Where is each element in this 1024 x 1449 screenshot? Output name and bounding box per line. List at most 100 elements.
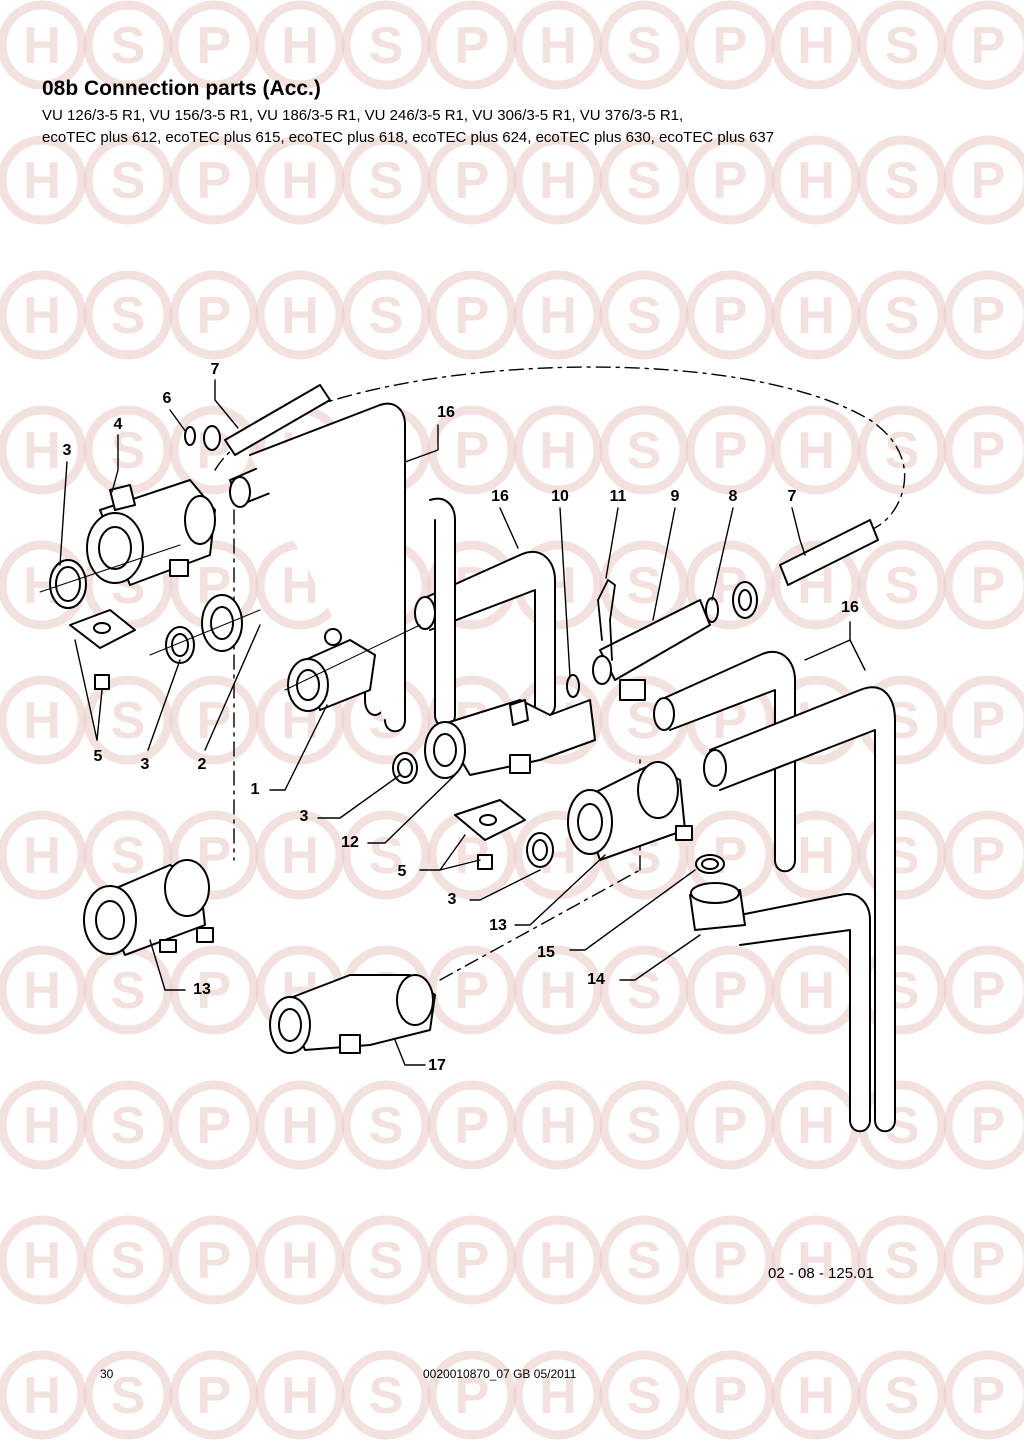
watermark-letter: S	[627, 1232, 662, 1290]
watermark-letter: P	[971, 692, 1006, 750]
watermark-badge: S	[599, 540, 689, 630]
watermark-ring	[513, 1215, 603, 1305]
watermark-letter: P	[971, 152, 1006, 210]
callout-17: 17	[428, 1057, 446, 1074]
watermark-ring	[943, 405, 1024, 495]
watermark-badge: H	[255, 135, 345, 225]
watermark-ring	[255, 0, 345, 90]
pipe-16-lower	[653, 650, 896, 1133]
callout-10: 10	[551, 488, 569, 505]
watermark-letter: H	[539, 1232, 577, 1290]
watermark-letter: S	[111, 152, 146, 210]
watermark-badge: H	[513, 1080, 603, 1170]
watermark-badge: H	[771, 1215, 861, 1305]
watermark-ring	[513, 135, 603, 225]
watermark-letter: P	[971, 962, 1006, 1020]
watermark-letter: P	[455, 422, 490, 480]
watermark-badge: P	[943, 540, 1024, 630]
watermark-ring	[685, 135, 775, 225]
page-title: 08b Connection parts (Acc.)	[42, 77, 321, 100]
watermark-ring	[169, 135, 259, 225]
ball-valve-1	[287, 628, 376, 712]
watermark-ring	[599, 945, 689, 1035]
callout-8: 8	[728, 488, 738, 505]
washer-3-middle	[392, 752, 418, 784]
o-ring-6	[184, 426, 196, 446]
watermark-badge: P	[685, 270, 775, 360]
watermark-badge: H	[513, 1350, 603, 1440]
watermark-ring	[0, 1080, 87, 1170]
watermark-badge: H	[255, 1350, 345, 1440]
watermark-badge: H	[513, 1215, 603, 1305]
watermark-badge: H	[513, 0, 603, 90]
watermark-badge: H	[513, 135, 603, 225]
watermark-badge: S	[599, 945, 689, 1035]
callout-7-right: 7	[787, 488, 797, 505]
watermark-badge: P	[685, 405, 775, 495]
watermark-ring	[0, 0, 87, 90]
watermark-badge: S	[599, 1080, 689, 1170]
watermark-letter: S	[885, 287, 920, 345]
watermark-badge: P	[169, 1350, 259, 1440]
watermark-badge: P	[943, 270, 1024, 360]
watermark-letter: P	[455, 17, 490, 75]
watermark-badge: H	[771, 405, 861, 495]
bracket-5-middle	[454, 799, 526, 870]
watermark-letter: H	[281, 1367, 319, 1425]
watermark-letter: S	[369, 827, 404, 885]
watermark-letter: P	[971, 1097, 1006, 1155]
callout-13-middle: 13	[489, 917, 507, 934]
watermark-ring	[0, 675, 87, 765]
watermark-letter: S	[111, 692, 146, 750]
watermark-ring	[599, 540, 689, 630]
watermark-badge: P	[943, 810, 1024, 900]
watermark-letter: H	[23, 1232, 61, 1290]
watermark-ring	[771, 270, 861, 360]
watermark-badge: S	[599, 0, 689, 90]
watermark-badge: S	[857, 0, 947, 90]
watermark-letter: P	[713, 287, 748, 345]
callout-3-left: 3	[140, 756, 150, 773]
callout-5-middle: 5	[397, 863, 407, 880]
watermark-badge: H	[255, 1215, 345, 1305]
watermark-badge: S	[341, 1350, 431, 1440]
callout-3-middle: 3	[299, 808, 309, 825]
watermark-badge: S	[83, 135, 173, 225]
watermark-ring	[857, 810, 947, 900]
watermark-badge: P	[427, 0, 517, 90]
watermark-letter: P	[971, 17, 1006, 75]
watermark-ring	[0, 135, 87, 225]
watermark-letter: P	[197, 1232, 232, 1290]
watermark-badge: P	[169, 1080, 259, 1170]
watermark-ring	[255, 1080, 345, 1170]
bracket-5-upper	[69, 609, 136, 690]
watermark-badge: P	[169, 675, 259, 765]
watermark-letter: H	[281, 152, 319, 210]
watermark-badge: H	[771, 1350, 861, 1440]
watermark-ring	[857, 1350, 947, 1440]
watermark-ring	[685, 0, 775, 90]
watermark-letter: H	[23, 1367, 61, 1425]
watermark-badge: S	[83, 1350, 173, 1440]
watermark-letter: H	[23, 692, 61, 750]
watermark-letter: H	[23, 962, 61, 1020]
watermark-badge: S	[83, 675, 173, 765]
watermark-ring	[513, 945, 603, 1035]
watermark-badge: H	[0, 135, 87, 225]
watermark-ring	[341, 1215, 431, 1305]
watermark-letter: S	[111, 17, 146, 75]
watermark-letter: P	[971, 422, 1006, 480]
watermark-ring	[599, 1080, 689, 1170]
watermark-letter: S	[111, 827, 146, 885]
watermark-ring	[771, 135, 861, 225]
callout-5-upper: 5	[93, 748, 103, 765]
watermark-letter: H	[539, 422, 577, 480]
watermark-letter: H	[281, 827, 319, 885]
watermark-badge: S	[857, 540, 947, 630]
watermark-ring	[255, 1215, 345, 1305]
watermark-ring	[169, 1080, 259, 1170]
watermark-badge: S	[83, 1080, 173, 1170]
watermark-badge: H	[255, 0, 345, 90]
watermark-ring	[685, 270, 775, 360]
